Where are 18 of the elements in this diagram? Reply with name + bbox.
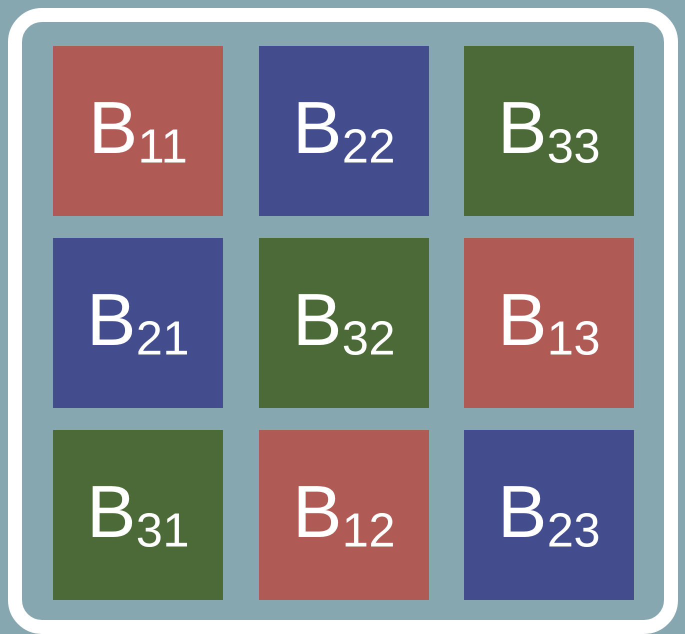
matrix-block xyxy=(259,430,429,600)
block-label: B$_{13}$ xyxy=(498,282,600,364)
block-label: B$_{12}$ xyxy=(292,474,396,556)
matrix-block xyxy=(53,46,223,216)
block-label: B$_{32}$ xyxy=(292,282,396,364)
matrix-block xyxy=(53,430,223,600)
block-label: B$_{11}$ xyxy=(88,90,188,172)
block-label: B$_{33}$ xyxy=(498,90,600,172)
block-label: B$_{21}$ xyxy=(86,282,190,364)
matrix-block xyxy=(259,238,429,408)
matrix-block xyxy=(53,238,223,408)
matrix-block xyxy=(464,238,634,408)
matrix-block xyxy=(259,46,429,216)
block-label: B$_{31}$ xyxy=(86,474,190,556)
matrix-block xyxy=(464,46,634,216)
block-label: B$_{22}$ xyxy=(292,90,396,172)
matrix-block xyxy=(464,430,634,600)
block-label: B$_{23}$ xyxy=(498,474,600,556)
